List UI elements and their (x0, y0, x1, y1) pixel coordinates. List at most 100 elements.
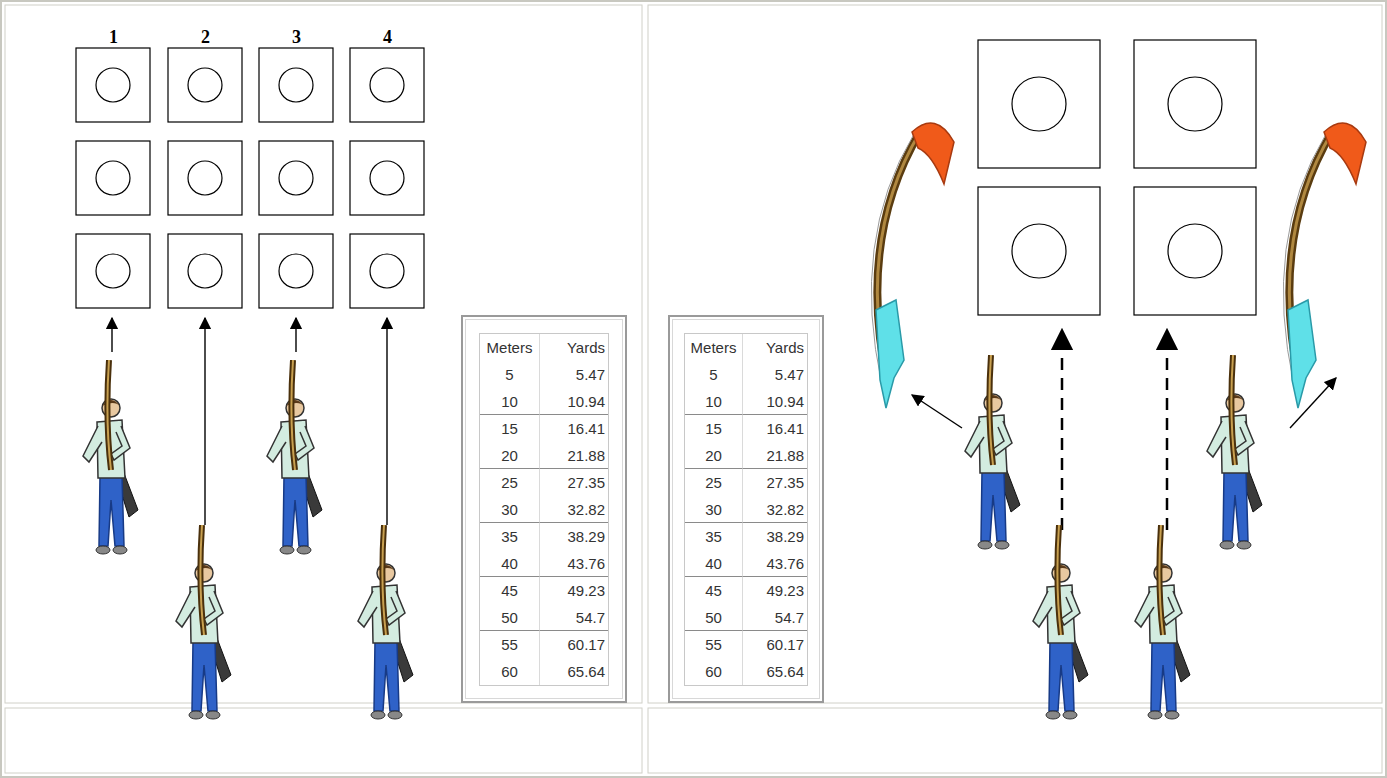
target-face (259, 48, 333, 122)
wind-flag (1283, 123, 1366, 408)
target-circle (188, 68, 222, 102)
table-cell: 35 (685, 523, 743, 550)
target-face (168, 48, 242, 122)
target-circle (370, 161, 404, 195)
table-grid: MetersYards55.471010.941516.412021.88252… (684, 333, 808, 686)
target-circle (279, 254, 313, 288)
table-header: Meters (480, 334, 540, 361)
target-circle (1168, 224, 1222, 278)
frame-cell (648, 5, 1382, 703)
archer (1033, 525, 1088, 719)
table-cell: 54.7 (540, 604, 608, 631)
target-face (76, 141, 150, 215)
table-cell: 45 (685, 577, 743, 604)
table-header: Yards (540, 334, 608, 361)
table-cell: 43.76 (540, 550, 608, 577)
table-cell: 5.47 (540, 361, 608, 388)
table-cell: 43.76 (743, 550, 807, 577)
table-cell: 35 (480, 523, 540, 550)
table-cell: 32.82 (540, 496, 608, 523)
table-cell: 21.88 (743, 442, 807, 469)
target-face (168, 141, 242, 215)
column-number: 3 (292, 28, 301, 46)
table-cell: 10 (685, 388, 743, 415)
table-cell: 60.17 (540, 631, 608, 658)
table-cell: 55 (685, 631, 743, 658)
target-face (350, 141, 424, 215)
column-number: 2 (201, 28, 210, 46)
column-number: 4 (383, 28, 392, 46)
target-grid (978, 40, 1256, 315)
dashed-arrow (1061, 330, 1064, 530)
table-cell: 32.82 (743, 496, 807, 523)
shooting-arrows (112, 318, 387, 525)
target-circle (370, 254, 404, 288)
table-cell: 50 (480, 604, 540, 631)
table-cell: 60 (685, 658, 743, 685)
target-face (978, 187, 1100, 315)
archer (83, 360, 138, 554)
table-cell: 65.64 (540, 658, 608, 685)
target-circle (1012, 77, 1066, 131)
table-cell: 49.23 (743, 577, 807, 604)
target-face (259, 141, 333, 215)
wind-flag (871, 123, 954, 408)
shooting-arrow (386, 318, 387, 525)
frame-cell (648, 708, 1382, 773)
archer (176, 525, 231, 719)
shooting-arrow (295, 318, 296, 352)
target-circle (370, 68, 404, 102)
archer (1135, 525, 1190, 719)
table-cell: 55 (480, 631, 540, 658)
table-header: Yards (743, 334, 807, 361)
archer (965, 355, 1020, 549)
target-circle (96, 254, 130, 288)
target-grid (76, 48, 424, 308)
target-face (259, 234, 333, 308)
table-cell: 50 (685, 604, 743, 631)
archer (358, 525, 413, 719)
target-face (978, 40, 1100, 168)
target-circle (96, 161, 130, 195)
table-cell: 38.29 (743, 523, 807, 550)
archer (1207, 355, 1262, 549)
dashed-arrow (1166, 330, 1169, 530)
table-cell: 40 (480, 550, 540, 577)
target-face (76, 48, 150, 122)
table-grid: MetersYards55.471010.941516.412021.88252… (479, 333, 609, 686)
target-face (1134, 40, 1256, 168)
table-cell: 10.94 (743, 388, 807, 415)
shooting-arrow (204, 318, 205, 525)
table-cell: 15 (685, 415, 743, 442)
conversion-table: MetersYards55.471010.941516.412021.88252… (668, 315, 824, 703)
table-cell: 45 (480, 577, 540, 604)
column-number: 1 (109, 28, 118, 46)
target-circle (1168, 77, 1222, 131)
table-cell: 54.7 (743, 604, 807, 631)
table-cell: 5 (685, 361, 743, 388)
table-cell: 27.35 (540, 469, 608, 496)
target-circle (188, 161, 222, 195)
target-circle (188, 254, 222, 288)
table-cell: 16.41 (540, 415, 608, 442)
frame-cell (5, 708, 642, 773)
table-cell: 38.29 (540, 523, 608, 550)
table-cell: 10.94 (540, 388, 608, 415)
target-face (76, 234, 150, 308)
table-cell: 30 (685, 496, 743, 523)
table-cell: 25 (480, 469, 540, 496)
table-cell: 25 (685, 469, 743, 496)
pointer-arrow (1290, 378, 1336, 428)
table-cell: 65.64 (743, 658, 807, 685)
table-cell: 5 (480, 361, 540, 388)
table-cell: 60 (480, 658, 540, 685)
frame-cell (5, 5, 642, 703)
target-face (350, 234, 424, 308)
target-circle (279, 68, 313, 102)
table-cell: 16.41 (743, 415, 807, 442)
table-cell: 20 (685, 442, 743, 469)
target-face (1134, 187, 1256, 315)
target-circle (1012, 224, 1066, 278)
